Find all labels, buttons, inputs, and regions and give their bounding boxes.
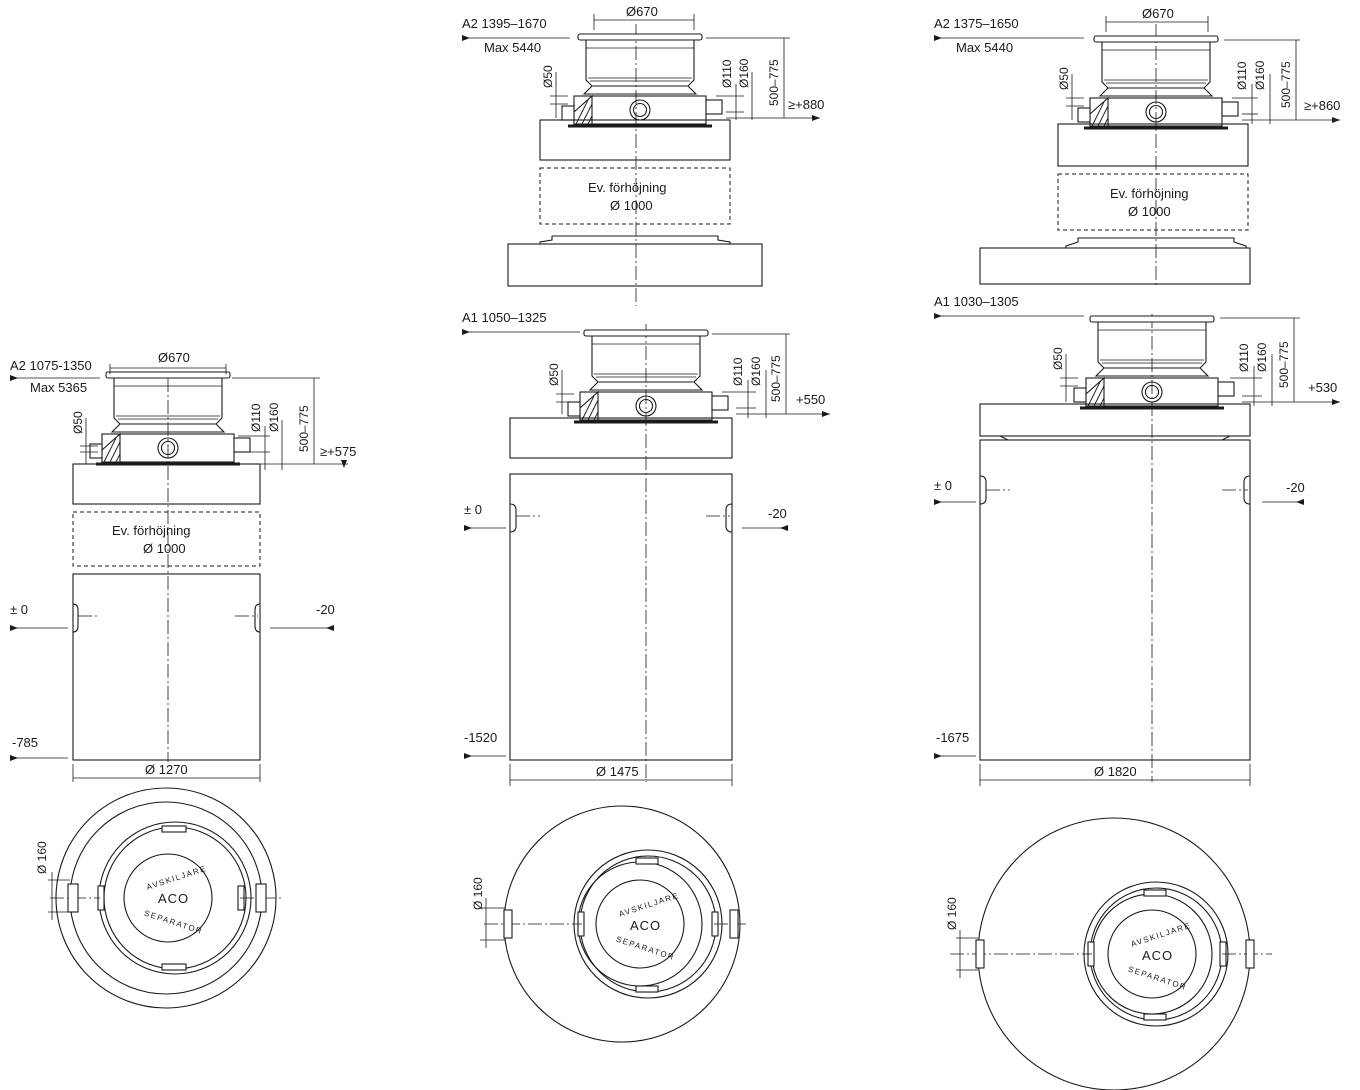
ml-range: 500–775 bbox=[769, 355, 783, 402]
mu-level-a2: A2 1395–1670 bbox=[462, 16, 547, 31]
mu-d50: Ø50 bbox=[541, 65, 555, 88]
ml-lid-top: AVSKILJARE bbox=[618, 891, 681, 919]
left-dia-lid: Ø670 bbox=[158, 350, 190, 365]
ml-d110: Ø110 bbox=[731, 357, 745, 386]
ru-d110: Ø110 bbox=[1235, 61, 1249, 90]
ml-top-level: +550 bbox=[796, 392, 825, 407]
left-d160: Ø160 bbox=[267, 402, 281, 432]
ml-plan-pipe: Ø 160 bbox=[471, 877, 485, 910]
rl-bottom-level: -1675 bbox=[936, 730, 969, 745]
left-d50: Ø50 bbox=[71, 411, 85, 434]
left-max: Max 5365 bbox=[30, 380, 87, 395]
rl-plan-pipe: Ø 160 bbox=[945, 897, 959, 930]
left-lid-brand: ACO bbox=[158, 891, 189, 906]
rl-range: 500–775 bbox=[1277, 341, 1291, 388]
mu-dia-lid: Ø670 bbox=[626, 4, 658, 19]
left-top-level: ≥+575 bbox=[320, 444, 356, 459]
rl-top-level: +530 bbox=[1308, 380, 1337, 395]
ml-d160: Ø160 bbox=[749, 356, 763, 386]
mu-max: Max 5440 bbox=[484, 40, 541, 55]
left-level-a2: A2 1075-1350 bbox=[10, 358, 92, 373]
mu-d110: Ø110 bbox=[720, 59, 734, 88]
rl-inlet-level: ± 0 bbox=[934, 478, 952, 493]
middle-lower-assembly: A1 1050–1325 Ø110 Ø160 500–775 +550 Ø50 … bbox=[462, 310, 830, 1043]
mu-riser-dia: Ø 1000 bbox=[610, 198, 653, 213]
left-plan-pipe: Ø 160 bbox=[35, 841, 49, 874]
ml-lid-bottom: SEPARATOR bbox=[615, 935, 676, 963]
rl-level-a1: A1 1030–1305 bbox=[934, 294, 1019, 309]
rl-lid-top: AVSKILJARE bbox=[1130, 921, 1193, 949]
ru-top-level: ≥+860 bbox=[1304, 98, 1340, 113]
ru-d50: Ø50 bbox=[1057, 67, 1071, 90]
ru-range: 500–775 bbox=[1279, 61, 1293, 108]
ml-inlet-level: ± 0 bbox=[464, 502, 482, 517]
ml-level-a1: A1 1050–1325 bbox=[462, 310, 547, 325]
left-range: 500–775 bbox=[297, 405, 311, 452]
left-bottom-level: -785 bbox=[12, 735, 38, 750]
ml-outlet-level: -20 bbox=[768, 506, 787, 521]
ru-dia-lid: Ø670 bbox=[1142, 6, 1174, 21]
left-tank-dia: Ø 1270 bbox=[145, 762, 188, 777]
left-assembly: Ø670 A2 1075-1350 Max 5365 Ev. förhöjnin… bbox=[10, 350, 356, 1009]
mu-top-level: ≥+880 bbox=[788, 97, 824, 112]
left-outlet-level: -20 bbox=[316, 602, 335, 617]
left-riser-dia: Ø 1000 bbox=[143, 541, 186, 556]
rl-lid-brand: ACO bbox=[1142, 948, 1173, 963]
rl-d50: Ø50 bbox=[1051, 347, 1065, 370]
middle-upper-assembly: Ø670 A2 1395–1670 Max 5440 Ø110 Ø160 500… bbox=[462, 4, 824, 306]
ru-max: Max 5440 bbox=[956, 40, 1013, 55]
rl-d110: Ø110 bbox=[1237, 343, 1251, 372]
ml-bottom-level: -1520 bbox=[464, 730, 497, 745]
rl-tank-dia: Ø 1820 bbox=[1094, 764, 1137, 779]
mu-riser-label: Ev. förhöjning bbox=[588, 180, 667, 195]
ml-d50: Ø50 bbox=[547, 363, 561, 386]
ml-tank-dia: Ø 1475 bbox=[596, 764, 639, 779]
right-upper-assembly: Ø670 A2 1375–1650 Max 5440 Ø110 Ø160 500… bbox=[934, 6, 1340, 286]
left-riser-label: Ev. förhöjning bbox=[112, 523, 191, 538]
ru-riser-dia: Ø 1000 bbox=[1128, 204, 1171, 219]
right-lower-assembly: A1 1030–1305 Ø110 Ø160 500–775 +530 Ø50 … bbox=[934, 294, 1340, 1090]
rl-outlet-level: -20 bbox=[1286, 480, 1305, 495]
ml-lid-brand: ACO bbox=[630, 918, 661, 933]
rl-d160: Ø160 bbox=[1255, 342, 1269, 372]
mu-d160: Ø160 bbox=[737, 58, 751, 88]
mu-range: 500–775 bbox=[767, 59, 781, 106]
left-lid-top: AVSKILJARE bbox=[145, 864, 208, 892]
ru-level-a2: A2 1375–1650 bbox=[934, 16, 1019, 31]
left-d110: Ø110 bbox=[249, 403, 263, 432]
rl-lid-bottom: SEPARATOR bbox=[1127, 965, 1188, 993]
left-lid-bottom: SEPARATOR bbox=[143, 909, 204, 937]
ru-d160: Ø160 bbox=[1253, 60, 1267, 90]
ru-riser-label: Ev. förhöjning bbox=[1110, 186, 1189, 201]
left-inlet-level: ± 0 bbox=[10, 602, 28, 617]
